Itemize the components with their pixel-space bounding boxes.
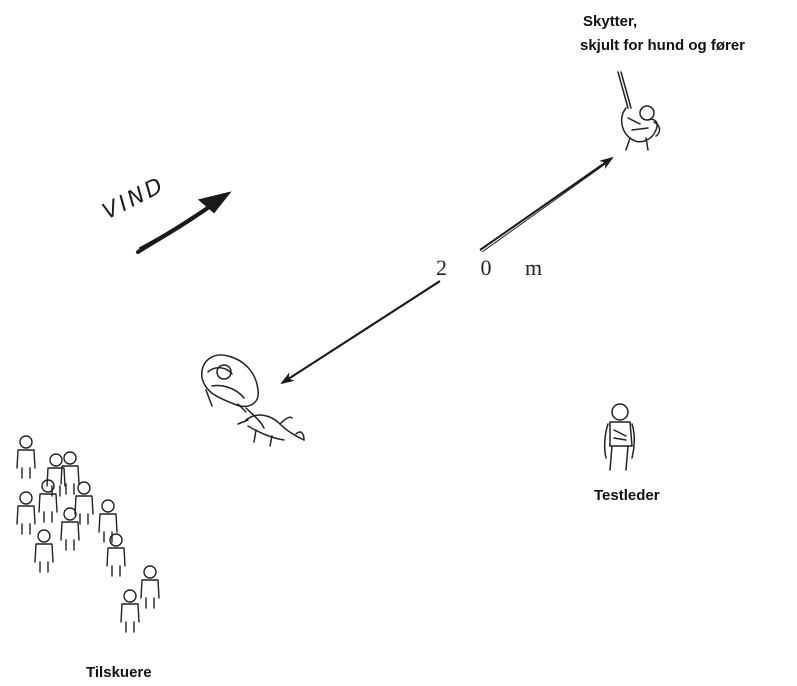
handler-with-dog-figure [201,354,305,447]
shooter-figure [617,71,661,151]
spectators-label: Tilskuere [86,664,152,681]
distance-arrow [280,156,614,385]
spectators-figure [16,435,160,633]
shooter-label-line2: skjult for hund og fører [580,37,745,54]
test-leader-figure [603,403,636,471]
wind-arrow [136,191,232,254]
distance-label: 2 0 m [436,255,557,280]
shooter-label-line1: Skytter, [583,13,638,30]
test-leader-label: Testleder [594,487,660,504]
